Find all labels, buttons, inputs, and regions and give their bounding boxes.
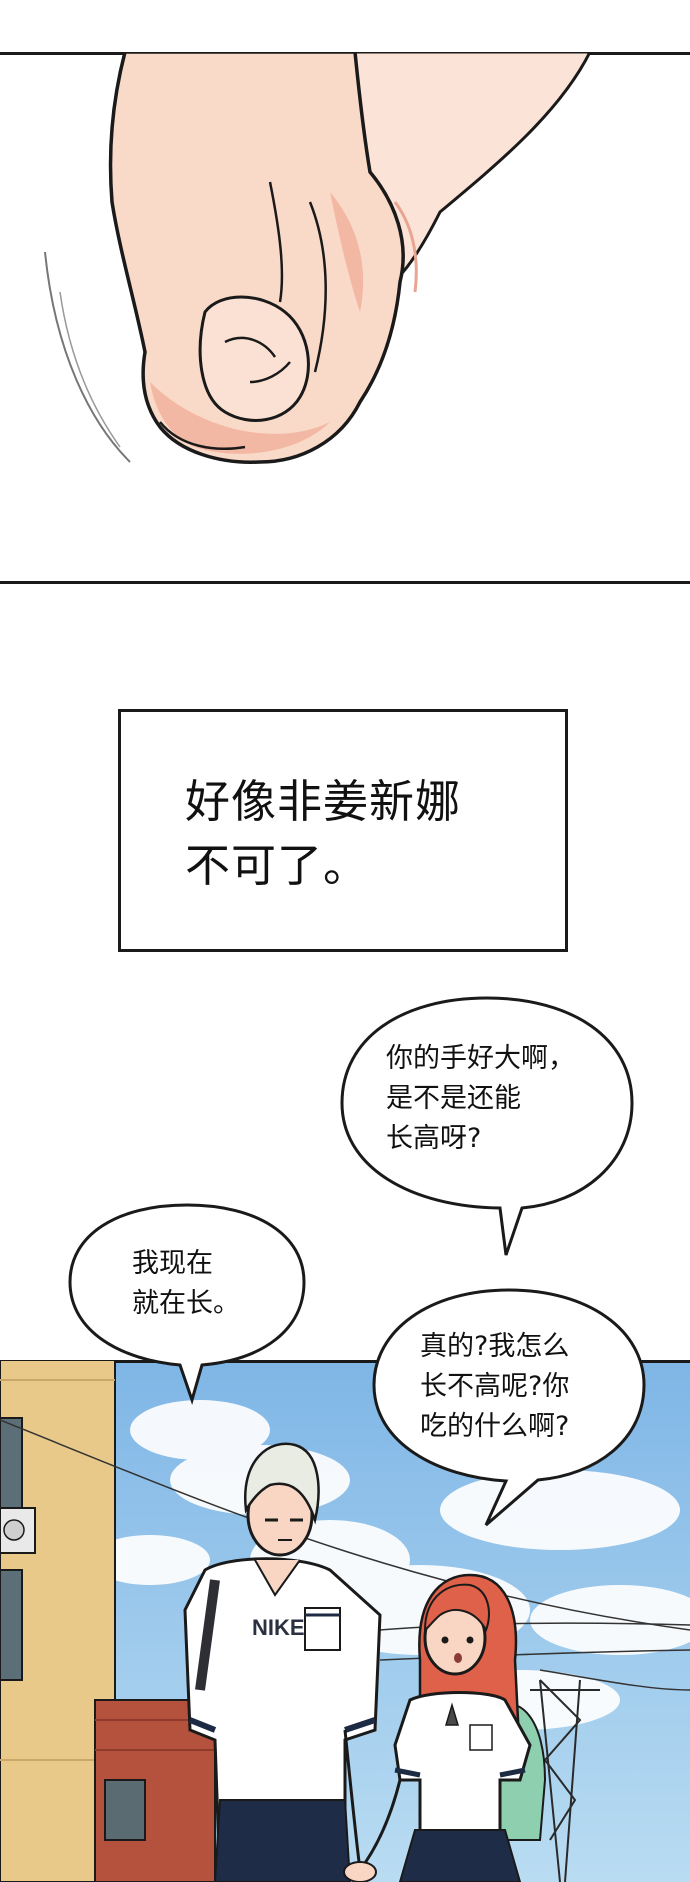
shirt-print-text: NIKE [252,1615,305,1640]
speech-bubble-shape [68,1203,306,1405]
narration-caption-text: 好像非姜新娜 不可了。 [185,775,462,892]
holding-hands-illustration [0,52,690,584]
speech-bubble-girl-why: 真的?我怎么 长不高呢?你 吃的什么啊? [368,1285,650,1530]
speech-bubble-text: 我现在 就在长。 [132,1248,240,1319]
speech-bubble-shape [372,1288,646,1527]
girl-character [358,1573,547,1882]
speech-bubble-boy: 我现在 就在长。 [62,1200,312,1405]
held-hands [343,1861,377,1882]
panel-street-scene: NIKE [0,1360,690,1882]
speech-bubble-text: 你的手好大啊， 是不是还能 长高呀? [386,1043,575,1154]
narration-caption-box: 好像非姜新娜 不可了。 [118,709,568,952]
boy-character: NIKE [183,1442,382,1882]
speech-bubble-girl-hand: 你的手好大啊， 是不是还能 长高呀? [332,993,642,1263]
speech-bubble-shape [340,996,634,1256]
panel-holding-hands [0,52,690,584]
street-scene-illustration: NIKE [0,1360,690,1882]
speech-bubble-text: 真的?我怎么 长不高呢?你 吃的什么啊? [420,1331,570,1442]
